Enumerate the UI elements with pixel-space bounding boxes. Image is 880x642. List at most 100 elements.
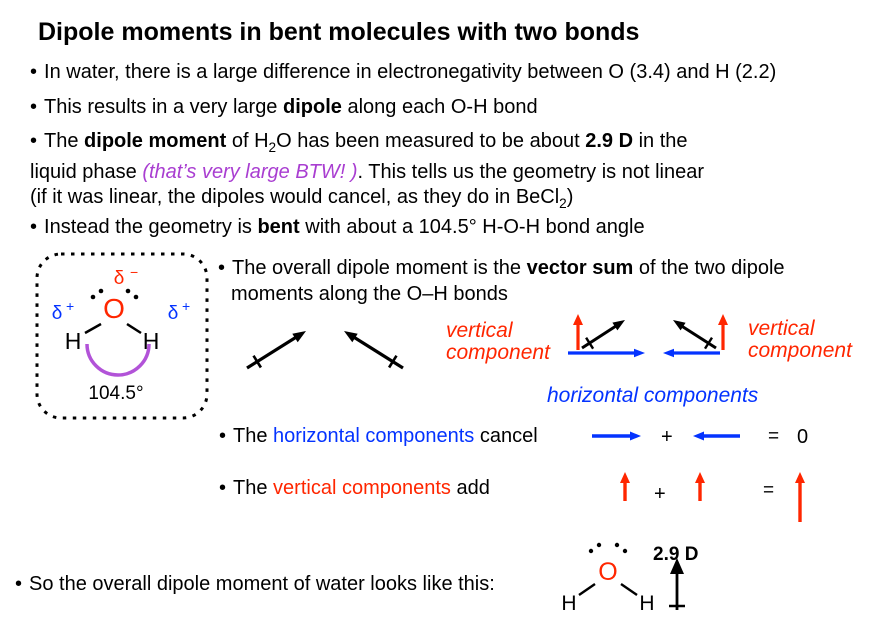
hydrogen-left: H	[561, 592, 576, 615]
text-segment: O has been measured to be about	[276, 130, 586, 152]
bond-angle-value: 104.5°	[88, 383, 143, 404]
dipole-moment-value: 2.9 D	[653, 544, 698, 565]
lone-pair-dot	[596, 542, 602, 548]
text-segment: The	[44, 130, 85, 152]
text-segment: The	[233, 425, 274, 447]
text-segment: cancel	[474, 425, 538, 447]
net-dipole-arrowhead	[670, 558, 684, 574]
dipole-cross-tick	[585, 337, 595, 350]
bullet-text: So the overall dipole moment of water lo…	[29, 573, 495, 595]
hydrogen-right: H	[143, 328, 160, 354]
vertical-component-label-left: vertical component	[446, 320, 550, 364]
horizontal-component-arrowhead	[663, 348, 674, 358]
up-arrowhead-1	[620, 472, 630, 483]
dashed-border	[35, 252, 209, 420]
vertical-add-equation: + =	[620, 472, 805, 522]
horizontal-component-arrowhead	[634, 348, 645, 358]
text-segment-purple: (that’s very large BTW! )	[142, 161, 358, 183]
dipole-arrow-up-left	[344, 331, 404, 370]
bullet-large-dipole: •This results in a very large dipole alo…	[30, 94, 538, 120]
text-segment-blue: horizontal components	[273, 425, 475, 447]
bullet-vertical-add: •The vertical components add	[219, 475, 490, 501]
label-line: component	[748, 339, 852, 362]
horizontal-components-label: horizontal components	[547, 384, 759, 407]
subscript: 2	[559, 196, 567, 211]
oxygen-atom: O	[103, 293, 125, 324]
text-segment: Instead the geometry is	[44, 216, 258, 238]
decomposition-right	[663, 314, 728, 358]
dipole-arrow	[581, 324, 617, 350]
bullet-text-post: along each O-H bond	[341, 96, 538, 118]
bullet-text-pre: This results in a very large	[44, 96, 283, 118]
dipole-arrow-up-right	[246, 331, 306, 370]
bullet-line-2: liquid phase (that’s very large BTW! ). …	[30, 160, 704, 185]
text-segment: of H	[226, 130, 269, 152]
decomposition-left	[568, 314, 645, 358]
label-line: vertical	[446, 319, 513, 342]
oxygen-atom: O	[598, 558, 617, 586]
text-segment: (if it was linear, the dipoles would can…	[30, 186, 560, 208]
text-segment: . This tells us the geometry is not line…	[357, 161, 705, 183]
right-arrowhead	[630, 431, 641, 441]
delta-plus-left-sign: +	[66, 298, 74, 314]
lone-pair-dot	[90, 294, 96, 300]
sum-up-arrowhead	[795, 472, 805, 483]
text-segment: The overall dipole moment is the	[232, 257, 527, 279]
bullet-marker: •	[218, 257, 226, 279]
label-line: vertical	[748, 317, 815, 340]
bullet-conclusion: • So the overall dipole moment of water l…	[15, 571, 495, 597]
left-arrowhead	[693, 431, 704, 441]
text-segment: with about a 104.5° H-O-H bond angle	[299, 216, 645, 238]
text-segment: The	[233, 477, 274, 499]
bullet-marker: •	[219, 425, 227, 447]
text-segment: add	[450, 477, 490, 499]
zero-value: 0	[797, 426, 808, 448]
oh-bond-left	[84, 322, 102, 335]
bullet-bent-geometry: • Instead the geometry is bent with about…	[30, 214, 645, 240]
overall-dipole-molecule: O H H 2.9 D	[561, 542, 698, 615]
water-molecule-diagram: δ − O H H δ + δ + 104.5°	[35, 252, 209, 420]
hydrogen-left: H	[65, 328, 82, 354]
oh-bond-right	[620, 583, 638, 596]
horizontal-cancel-equation: + = 0	[592, 426, 808, 448]
vertical-component-arrowhead	[573, 314, 583, 325]
text-segment-bold: 2.9 D	[585, 130, 634, 152]
lone-pair-dot	[588, 548, 594, 554]
lone-pair-dot	[622, 548, 628, 554]
text-segment: of the two dipole	[633, 257, 785, 279]
oh-bond-left	[578, 583, 596, 596]
lone-pair-dot	[125, 288, 131, 294]
bullet-line-3: (if it was linear, the dipoles would can…	[30, 185, 704, 216]
bullet-text-bold: dipole	[283, 96, 342, 118]
dipole-arrowhead	[612, 320, 625, 331]
lone-pair-dot	[98, 288, 104, 294]
hydrogen-right: H	[639, 592, 654, 615]
text-segment-bold: dipole moment	[84, 130, 227, 152]
bullet-marker: •	[30, 216, 38, 238]
text-segment-bold: bent	[257, 216, 300, 238]
bullet-electronegativity: •In water, there is a large difference i…	[30, 59, 776, 85]
subscript: 2	[268, 140, 277, 155]
bullet-marker: •	[30, 61, 38, 83]
plus-sign: +	[654, 483, 666, 505]
bullet-marker: •	[15, 573, 23, 595]
delta-plus-left-symbol: δ	[52, 303, 63, 324]
page-title: Dipole moments in bent molecules with tw…	[38, 18, 640, 46]
bullet-dipole-moment: •The dipole moment of H2O has been measu…	[30, 129, 704, 216]
up-arrowhead-2	[695, 472, 705, 483]
text-segment: )	[566, 186, 574, 208]
text-segment-bold: vector sum	[526, 257, 634, 279]
bond-angle-arc	[85, 343, 151, 377]
dipole-vectors-pair	[246, 331, 404, 370]
plus-sign: +	[661, 426, 673, 448]
bullet-vector-sum: • The overall dipole moment is the vector…	[218, 255, 785, 307]
vertical-component-label-right: vertical component	[748, 318, 852, 362]
vector-decomposition	[568, 314, 728, 358]
text-segment: liquid phase	[30, 161, 143, 183]
dipole-cross-tick	[703, 336, 714, 350]
text-segment: in the	[633, 130, 688, 152]
delta-minus-sign: −	[130, 264, 138, 280]
label-line: component	[446, 341, 550, 364]
delta-plus-right-sign: +	[182, 298, 190, 314]
